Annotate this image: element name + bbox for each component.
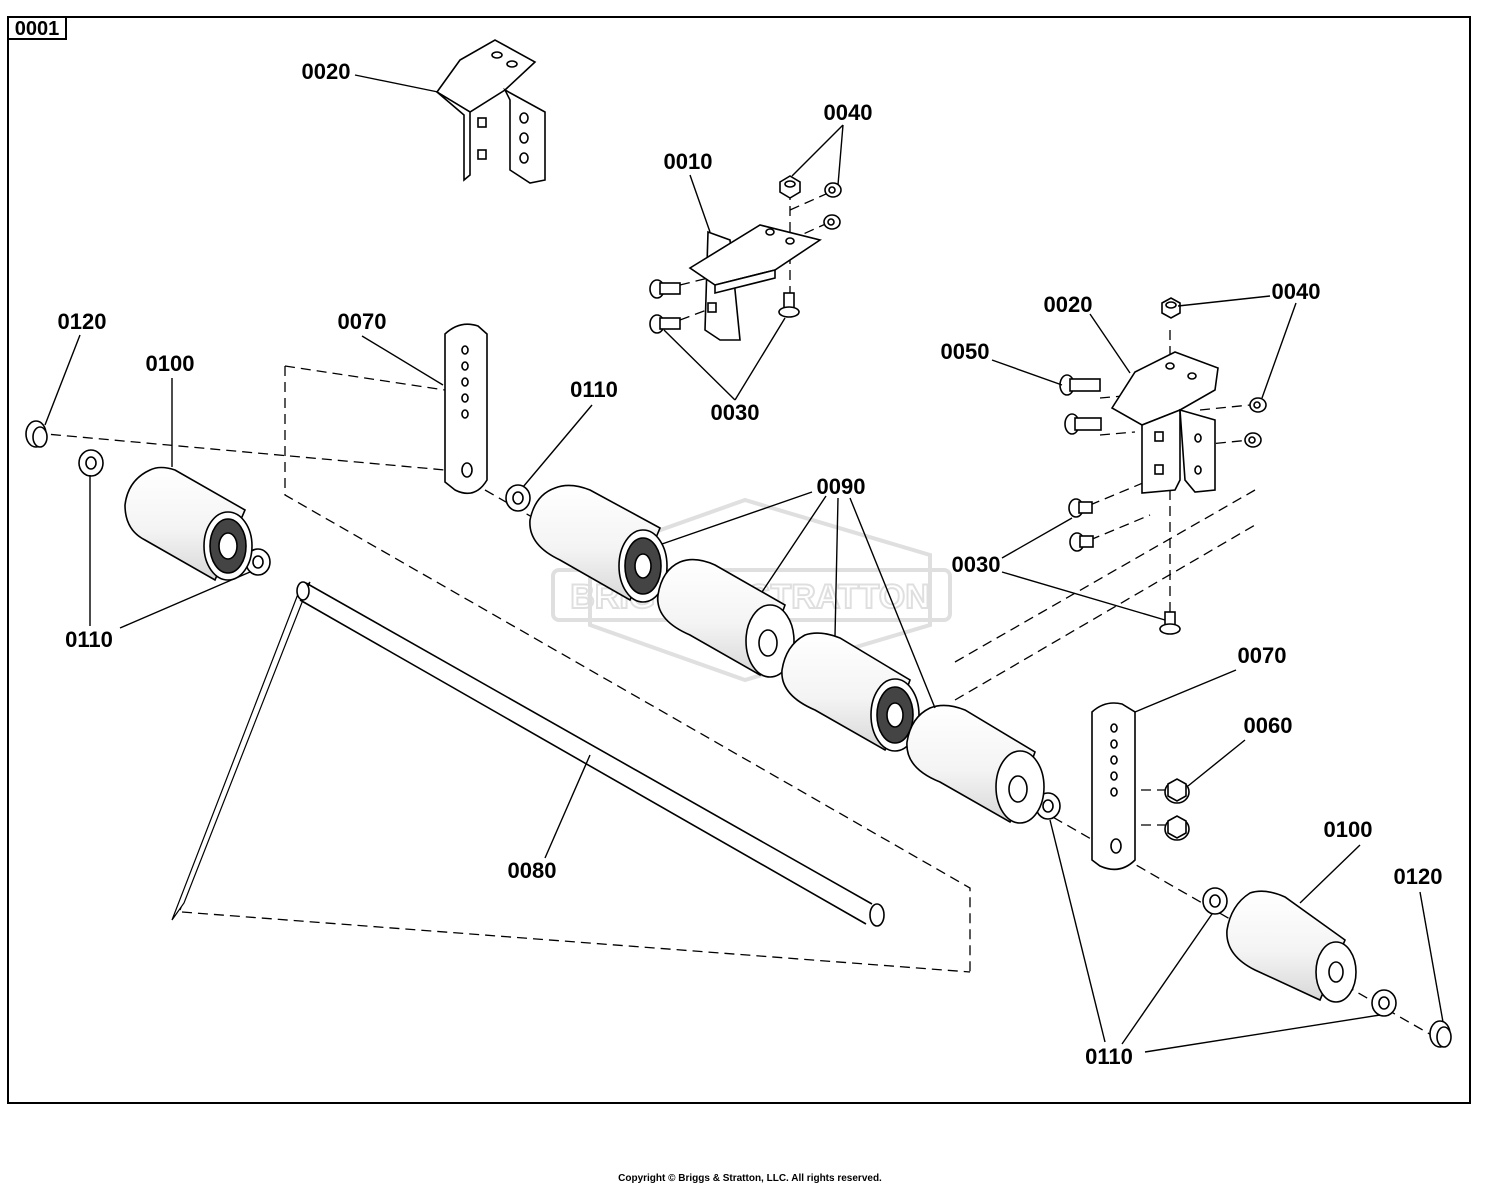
page-id-label: 0001 — [7, 16, 67, 40]
callout-0030-top: 0030 — [710, 400, 760, 425]
callout-0100-left: 0100 — [145, 351, 195, 376]
callout-0050: 0050 — [940, 339, 990, 364]
callout-0040-right: 0040 — [1271, 279, 1321, 304]
roller-0090-b — [657, 558, 795, 678]
bracket-0010 — [688, 224, 822, 341]
nuts-0040-top — [779, 175, 842, 230]
roller-0090-d — [906, 704, 1045, 824]
bolts-0030-top — [649, 279, 800, 334]
callout-0100-right: 0100 — [1323, 817, 1373, 842]
flange-nuts-0060 — [1164, 778, 1190, 841]
callout-0120-left: 0120 — [57, 309, 107, 334]
roller-0100-right — [1226, 890, 1357, 1003]
callout-0020-right: 0020 — [1043, 292, 1093, 317]
callout-0110-left: 0110 — [65, 627, 113, 652]
callout-0070-right: 0070 — [1237, 643, 1287, 668]
callout-0080: 0080 — [507, 858, 557, 883]
roller-0090-a — [529, 484, 668, 603]
strap-0070-left — [444, 323, 488, 495]
callout-0030-right: 0030 — [951, 552, 1001, 577]
bracket-0020-top — [435, 39, 546, 184]
callout-0090: 0090 — [816, 474, 866, 499]
callout-0060: 0060 — [1243, 713, 1293, 738]
copyright-notice: Copyright © Briggs & Stratton, LLC. All … — [618, 1173, 882, 1184]
shaft-0080 — [171, 581, 885, 927]
washers — [25, 420, 1452, 1048]
hardware-right-bracket — [1059, 297, 1267, 635]
leader-lines — [44, 74, 1444, 1053]
roller-0100-left — [124, 466, 253, 582]
callout-0120-right: 0120 — [1393, 864, 1443, 889]
callout-0110-mid: 0110 — [570, 377, 618, 402]
callout-0010: 0010 — [663, 149, 713, 174]
callout-0020-top: 0020 — [301, 59, 351, 84]
strap-0070-right — [1091, 702, 1136, 871]
diagram-frame — [7, 16, 1471, 1104]
roller-0090-c — [781, 632, 920, 752]
callout-0040-top: 0040 — [823, 100, 873, 125]
bracket-0020-right — [1110, 351, 1219, 494]
callout-0070-left: 0070 — [337, 309, 387, 334]
callout-0110-bottom: 0110 — [1085, 1044, 1133, 1069]
